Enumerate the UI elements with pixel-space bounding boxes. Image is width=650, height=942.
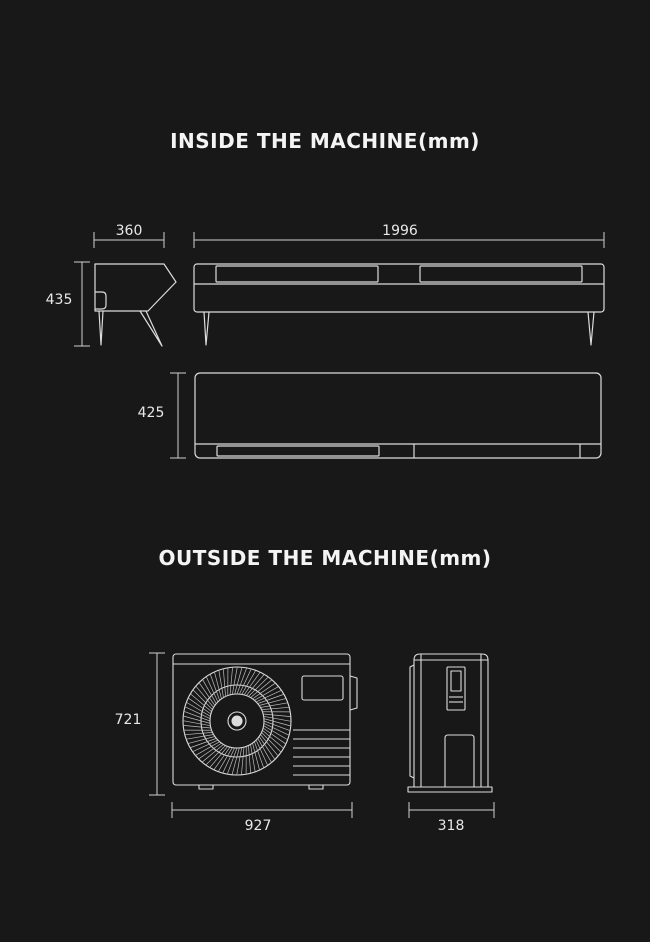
fan-spoke — [202, 679, 217, 704]
fan-spoke — [263, 713, 291, 717]
fan-spoke — [192, 689, 213, 710]
fan-spoke — [250, 679, 273, 698]
fan-spoke — [254, 686, 279, 701]
outside-side-width-label: 318 — [438, 818, 465, 834]
fan-spoke — [234, 667, 243, 695]
fan-spoke — [241, 670, 257, 695]
inside-front-width-label: 1996 — [382, 223, 418, 239]
fan-spoke — [222, 747, 235, 774]
inside-section-title: INSIDE THE MACHINE(mm) — [170, 129, 480, 153]
fan-spoke — [250, 744, 256, 772]
inside-side-width-label: 360 — [116, 223, 143, 239]
fan-spoke — [231, 747, 240, 775]
fan-spoke — [186, 701, 211, 717]
fan-spoke — [192, 739, 219, 753]
fan-spoke — [262, 727, 287, 745]
fan-spoke — [236, 747, 243, 776]
fan-spoke — [263, 718, 291, 727]
fan-spoke — [261, 706, 290, 710]
fan-spoke — [183, 725, 211, 729]
inside-unit-side-view — [94, 263, 177, 347]
fan-spoke — [262, 729, 284, 749]
fan-spoke — [231, 666, 238, 695]
fan-spoke — [263, 725, 288, 741]
fan-spoke — [183, 711, 211, 722]
fan-spoke — [243, 671, 261, 696]
fan-spoke — [201, 744, 224, 763]
fan-grille-spokes — [182, 666, 292, 776]
outside-height-label: 721 — [115, 712, 142, 728]
fan-spoke — [222, 668, 226, 697]
fan-spoke — [198, 682, 216, 706]
fan-spoke — [218, 670, 224, 698]
fan-spoke — [254, 741, 265, 769]
fan-spoke — [255, 739, 269, 766]
fan-spoke — [241, 747, 245, 775]
inside-unit-bottom-view — [194, 372, 602, 459]
fan-spoke — [195, 741, 220, 756]
fan-spoke — [255, 689, 282, 703]
inside-depth-label: 425 — [138, 405, 165, 421]
fan-spoke — [236, 667, 247, 695]
fan-spoke — [187, 697, 212, 715]
fan-spoke — [252, 743, 260, 771]
fan-spoke — [258, 736, 276, 760]
fan-spoke — [190, 693, 212, 713]
fan-spoke — [259, 698, 287, 706]
fan-spoke — [217, 747, 233, 772]
fan-spoke — [263, 720, 291, 731]
fan-spoke — [184, 706, 211, 719]
fan-spoke — [239, 668, 252, 695]
fan-spoke — [229, 667, 233, 695]
fan-spoke — [189, 738, 217, 749]
fan-spoke — [260, 734, 279, 757]
fan-spoke — [205, 676, 219, 703]
fan-spoke — [257, 738, 272, 763]
inside-dimension-lines — [74, 232, 605, 459]
outside-dimension-lines — [149, 652, 495, 818]
fan-spoke — [213, 746, 231, 771]
fan-spoke — [205, 745, 226, 766]
fan-spoke — [195, 685, 214, 708]
fan-spoke — [260, 702, 288, 708]
fan-spoke — [186, 734, 214, 740]
fan-spoke — [257, 693, 285, 704]
fan-spoke — [245, 674, 265, 696]
fan-spoke — [198, 742, 222, 760]
outdoor-unit-side-view — [407, 653, 493, 793]
fan-spoke — [182, 720, 211, 727]
fan-spoke — [209, 673, 220, 701]
inside-height-label: 435 — [46, 292, 73, 308]
fan-spoke — [227, 747, 238, 775]
fan-spoke — [248, 745, 252, 774]
fan-spoke — [261, 732, 282, 753]
outside-section-title: OUTSIDE THE MACHINE(mm) — [158, 546, 492, 570]
fan-spoke — [214, 671, 222, 699]
fan-spoke — [252, 682, 276, 700]
fan-spoke — [209, 746, 229, 768]
fan-spoke — [184, 732, 213, 736]
inside-unit-front-view — [193, 263, 605, 346]
fan-spoke — [248, 676, 269, 697]
fan-spoke — [187, 736, 215, 744]
fan-spoke — [263, 723, 290, 736]
outside-front-width-label: 927 — [245, 818, 272, 834]
fan-spoke — [183, 715, 211, 724]
fan-spoke — [263, 715, 292, 722]
